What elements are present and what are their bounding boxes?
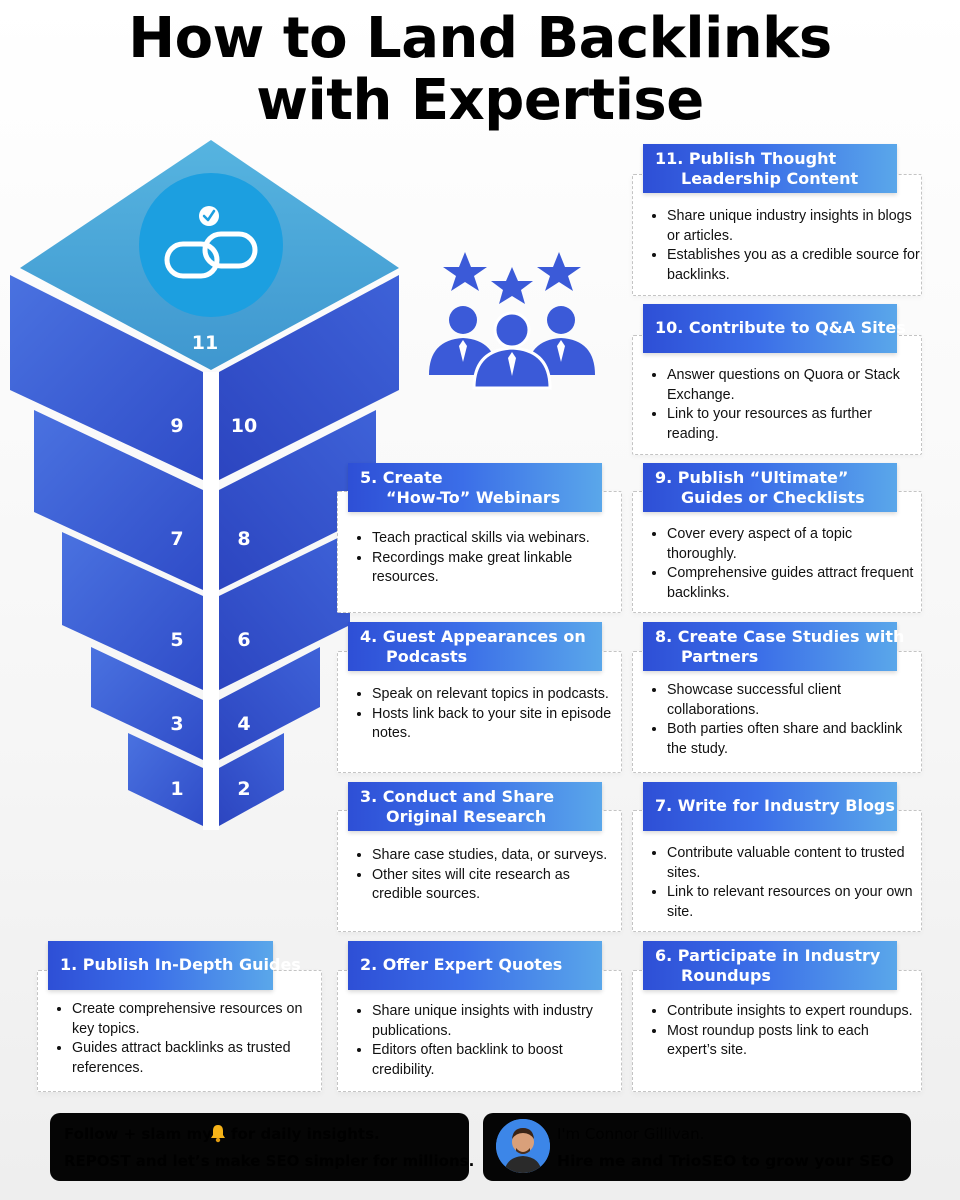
step-6-header: 6. Participate in Industry Roundups	[643, 941, 897, 990]
tier-7-face	[34, 410, 203, 590]
step-card-11: Share unique industry insights in blogs …	[632, 174, 922, 296]
step-10-bullet-1: Answer questions on Quora or Stack Excha…	[667, 366, 921, 405]
tier-label-2: 2	[237, 778, 250, 800]
tier-label-4: 4	[237, 713, 250, 735]
step-2-bullet-2: Editors often backlink to boost credibil…	[372, 1041, 621, 1080]
page-title-line2: with Expertise	[256, 68, 704, 133]
tier-label-8: 8	[237, 528, 250, 550]
link-icon	[164, 206, 258, 279]
step-4-bullet-2: Hosts link back to your site in episode …	[372, 705, 621, 744]
step-9-bullet-2: Comprehensive guides attract frequent ba…	[667, 564, 921, 603]
step-2-header: 2. Offer Expert Quotes	[348, 941, 602, 990]
tier-9-face	[10, 275, 203, 480]
step-card-8: Showcase successful client collaboration…	[632, 651, 922, 773]
step-8-bullet-1: Showcase successful client collaboration…	[667, 681, 921, 720]
footer-follow-text-b: for daily insights.	[231, 1125, 380, 1143]
step-6-title-2: Roundups	[681, 966, 771, 985]
step-card-6: Contribute insights to expert roundups. …	[632, 970, 922, 1092]
step-3-header: 3. Conduct and Share Original Research	[348, 782, 602, 831]
tier-label-5: 5	[170, 629, 183, 651]
footer-follow-text-a: Follow + slam my	[64, 1125, 212, 1143]
step-11-header: 11. Publish Thought Leadership Content	[643, 144, 897, 193]
avatar	[496, 1119, 550, 1173]
step-11-title-1: 11. Publish Thought	[655, 149, 837, 168]
step-2-title: 2. Offer Expert Quotes	[360, 955, 563, 974]
step-1-header: 1. Publish In-Depth Guides	[48, 941, 301, 990]
page-title-line1: How to Land Backlinks	[128, 6, 832, 71]
tier-label-6: 6	[237, 629, 250, 651]
step-11-bullet-1: Share unique industry insights in blogs …	[667, 207, 921, 246]
step-3-bullet-2: Other sites will cite research as credib…	[372, 866, 621, 905]
tier-label-3: 3	[170, 713, 183, 735]
step-4-title-2: Podcasts	[386, 647, 468, 666]
step-4-bullet-1: Speak on relevant topics in podcasts.	[372, 685, 621, 705]
footer-follow-box	[50, 1113, 469, 1181]
step-5-header: 5. Create “How-To” Webinars	[348, 463, 602, 512]
step-card-2: Share unique insights with industry publ…	[337, 970, 622, 1092]
step-4-header: 4. Guest Appearances on Podcasts	[348, 622, 602, 671]
step-7-header: 7. Write for Industry Blogs	[643, 782, 897, 831]
step-6-title-1: 6. Participate in Industry	[655, 946, 881, 965]
page-title: How to Land Backlinks with Expertise	[0, 8, 960, 132]
step-card-10: Answer questions on Quora or Stack Excha…	[632, 335, 922, 455]
step-11-title-2: Leadership Content	[681, 169, 859, 188]
step-5-title-1: 5. Create	[360, 468, 443, 487]
step-9-header: 9. Publish “Ultimate” Guides or Checklis…	[643, 463, 897, 512]
step-8-title-2: Partners	[681, 647, 759, 666]
tier-label-9: 9	[170, 415, 183, 437]
step-1-title: 1. Publish In-Depth Guides	[60, 955, 301, 974]
tier-label-7: 7	[170, 528, 183, 550]
step-8-title-1: 8. Create Case Studies with	[655, 627, 905, 646]
step-2-bullet-1: Share unique insights with industry publ…	[372, 1002, 621, 1041]
step-10-header: 10. Contribute to Q&A Sites	[643, 304, 906, 353]
step-7-bullet-1: Contribute valuable content to trusted s…	[667, 844, 921, 883]
step-9-title-1: 9. Publish “Ultimate”	[655, 468, 849, 487]
pyramid-graphic: 11 9 10 7 8 5 6 3 4 1 2	[10, 140, 399, 830]
tier-5-face	[62, 532, 203, 690]
step-7-title: 7. Write for Industry Blogs	[655, 796, 895, 815]
step-5-bullet-2: Recordings make great linkable resources…	[372, 549, 621, 588]
step-9-title-2: Guides or Checklists	[681, 488, 865, 507]
step-5-bullet-1: Teach practical skills via webinars.	[372, 529, 621, 549]
step-card-4: Speak on relevant topics in podcasts. Ho…	[337, 651, 622, 773]
tier-6-face	[219, 532, 350, 690]
bell-icon	[211, 1125, 225, 1143]
footer-author-box	[483, 1113, 911, 1181]
step-card-1: Create comprehensive resources on key to…	[37, 970, 322, 1092]
step-5-title-2: “How-To” Webinars	[386, 488, 561, 507]
step-7-bullet-2: Link to relevant resources on your own s…	[667, 883, 921, 922]
step-8-header: 8. Create Case Studies with Partners	[643, 622, 904, 671]
step-10-bullet-2: Link to your resources as further readin…	[667, 405, 921, 444]
step-6-bullet-2: Most roundup posts link to each expert’s…	[667, 1022, 921, 1061]
step-3-title-2: Original Research	[386, 807, 547, 826]
footer-cta: Hire me and TrioSEO to grow your SEO	[557, 1152, 894, 1170]
step-10-title: 10. Contribute to Q&A Sites	[655, 318, 906, 337]
step-4-title-1: 4. Guest Appearances on	[360, 627, 586, 646]
step-1-bullet-2: Guides attract backlinks as trusted refe…	[72, 1039, 321, 1078]
footer-repost-text: REPOST and let’s make SEO simpler for mi…	[64, 1152, 475, 1170]
tier-label-11: 11	[192, 332, 218, 354]
step-1-bullet-1: Create comprehensive resources on key to…	[72, 1000, 321, 1039]
tier-label-1: 1	[170, 778, 183, 800]
tier-3-face	[91, 647, 203, 760]
tier-1-face	[128, 733, 203, 826]
tier-10-face	[219, 275, 399, 480]
tier-8-face	[219, 410, 376, 590]
step-6-bullet-1: Contribute insights to expert roundups.	[667, 1002, 921, 1022]
step-11-bullet-2: Establishes you as a credible source for…	[667, 246, 921, 285]
footer-author-name: I'm Connor Gillivan.	[557, 1125, 705, 1143]
tier-4-face	[219, 647, 320, 760]
step-3-bullet-1: Share case studies, data, or surveys.	[372, 846, 621, 866]
step-9-bullet-1: Cover every aspect of a topic thoroughly…	[667, 525, 921, 564]
tier-label-10: 10	[231, 415, 257, 437]
person-icon	[496, 1119, 550, 1173]
team-stars-icon	[429, 252, 595, 390]
tier-2-face	[219, 733, 284, 826]
step-3-title-1: 3. Conduct and Share	[360, 787, 555, 806]
step-8-bullet-2: Both parties often share and backlink th…	[667, 720, 921, 759]
